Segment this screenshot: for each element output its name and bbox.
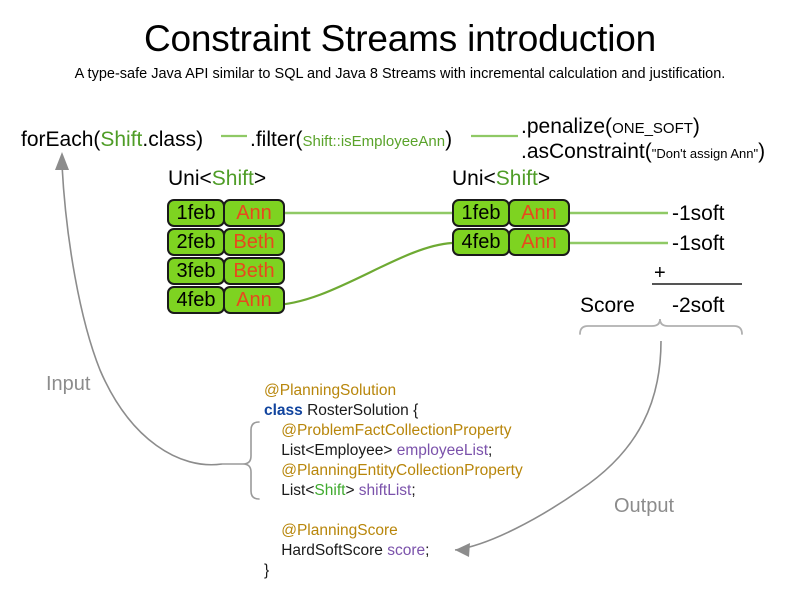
code-token-typ: ;: [488, 442, 493, 459]
code-token-typ: ;: [425, 542, 430, 559]
filter-predicate: Shift::isEmployeeAnn: [302, 133, 446, 150]
code-line: [264, 501, 523, 521]
score-total-value: -2soft: [672, 294, 725, 317]
code-token-anno: @PlanningEntityCollectionProperty: [281, 462, 523, 479]
fact-date-cell: 1feb: [452, 199, 510, 227]
code-token-typ: >: [345, 482, 359, 499]
penalize-arg: ONE_SOFT: [612, 120, 693, 137]
filter-suffix: ): [445, 128, 453, 151]
fact-employee-cell: Ann: [223, 286, 285, 314]
code-token-fld: shiftList: [358, 482, 412, 499]
foreach-prefix: forEach(: [21, 128, 101, 151]
code-line: @PlanningSolution: [264, 381, 523, 401]
asconstraint-prefix: .asConstraint(: [521, 140, 652, 163]
code-line: class RosterSolution {: [264, 401, 523, 421]
asconstraint-arg: "Don't assign Ann": [651, 146, 759, 161]
pipeline-asconstraint: .asConstraint("Don't assign Ann"): [521, 140, 765, 164]
pipeline-foreach: forEach(Shift.class): [21, 128, 203, 152]
uni-right-type: Shift: [495, 167, 538, 190]
input-arrow-head: [55, 152, 69, 170]
page-subtitle: A type-safe Java API similar to SQL and …: [74, 66, 726, 82]
stream-label-right: Uni<Shift>: [452, 167, 550, 191]
code-token-typ: [264, 502, 268, 519]
code-token-typ: HardSoftScore: [281, 542, 388, 559]
score-impact-2: -1soft: [672, 232, 725, 255]
fact-date-cell: 3feb: [167, 257, 225, 285]
code-token-typ: RosterSolution {: [302, 402, 419, 419]
code-token-fld: employeeList: [396, 442, 489, 459]
uni-left-type: Shift: [211, 167, 254, 190]
code-line: List<Shift> shiftList;: [264, 481, 523, 501]
fact-employee-cell: Ann: [508, 228, 570, 256]
code-token-anno: @PlanningScore: [281, 522, 398, 539]
code-token-gtyp: Shift: [314, 482, 346, 499]
pipeline-filter: .filter(Shift::isEmployeeAnn): [250, 128, 452, 152]
score-brace: [579, 318, 743, 335]
code-token-anno: @PlanningSolution: [264, 382, 397, 399]
fact-employee-cell: Ann: [223, 199, 285, 227]
score-plus-operator: +: [654, 262, 666, 284]
code-line: @PlanningEntityCollectionProperty: [264, 461, 523, 481]
code-token-anno: @ProblemFactCollectionProperty: [281, 422, 512, 439]
flow-line-4feb: [271, 241, 453, 307]
uni-right-suffix: >: [537, 167, 551, 190]
code-token-kw: class: [264, 402, 303, 419]
code-fields-brace: [242, 421, 260, 500]
code-line: }: [264, 561, 523, 581]
fact-date-cell: 1feb: [167, 199, 225, 227]
code-line: List<Employee> employeeList;: [264, 441, 523, 461]
penalize-prefix: .penalize(: [521, 115, 613, 138]
fact-employee-cell: Beth: [223, 228, 285, 256]
fact-date-cell: 4feb: [452, 228, 510, 256]
uni-right-prefix: Uni<: [452, 167, 496, 190]
output-caption: Output: [614, 495, 675, 517]
fact-date-cell: 2feb: [167, 228, 225, 256]
foreach-suffix: .class): [142, 128, 204, 151]
fact-employee-cell: Beth: [223, 257, 285, 285]
filter-prefix: .filter(: [250, 128, 303, 151]
code-token-fld: score: [387, 542, 426, 559]
code-token-typ: }: [264, 562, 270, 579]
uni-left-suffix: >: [253, 167, 267, 190]
uni-left-prefix: Uni<: [168, 167, 212, 190]
asconstraint-suffix: ): [758, 140, 766, 163]
code-line: @ProblemFactCollectionProperty: [264, 421, 523, 441]
fact-employee-cell: Ann: [508, 199, 570, 227]
code-token-typ: List<Employee>: [281, 442, 397, 459]
code-line: @PlanningScore: [264, 521, 523, 541]
penalize-suffix: ): [692, 115, 700, 138]
page-title: Constraint Streams introduction: [143, 18, 657, 59]
code-token-typ: List<: [281, 482, 315, 499]
code-token-typ: ;: [411, 482, 416, 499]
fact-date-cell: 4feb: [167, 286, 225, 314]
code-line: HardSoftScore score;: [264, 541, 523, 561]
score-impact-1: -1soft: [672, 202, 725, 225]
score-label: Score: [580, 294, 635, 317]
pipeline-penalize: .penalize(ONE_SOFT): [521, 115, 700, 139]
foreach-type: Shift: [100, 128, 143, 151]
input-caption: Input: [46, 373, 91, 395]
stream-label-left: Uni<Shift>: [168, 167, 266, 191]
